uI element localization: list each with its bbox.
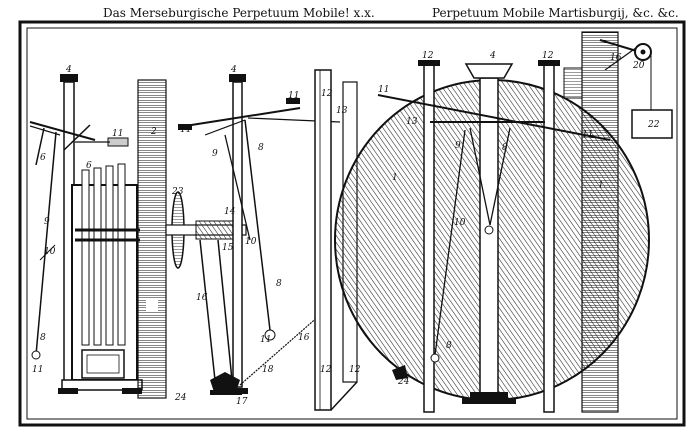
label-2: 2	[150, 127, 157, 137]
label-12a: 12	[321, 89, 333, 99]
label-9c: 9	[455, 141, 461, 151]
label-11c: 11	[180, 125, 191, 135]
outer-frame	[18, 20, 686, 427]
label-13b: 13	[406, 117, 418, 127]
column-2	[137, 79, 167, 399]
label-6b: 6	[86, 161, 92, 171]
label-9a: 9	[44, 217, 50, 227]
label-9b: 9	[212, 149, 218, 159]
label-10b: 10	[245, 237, 257, 247]
label-24b: 24	[397, 377, 410, 387]
label-16a: 16	[196, 293, 208, 303]
label-24a: 24	[174, 393, 187, 403]
label-4a: 4	[65, 65, 72, 75]
label-12d: 12	[422, 51, 434, 61]
label-8b: 8	[258, 143, 264, 153]
label-17: 17	[236, 397, 248, 407]
left-title: Das Merseburgische Perpetuum Mobile! x.x…	[103, 6, 375, 20]
label-8e: 8	[446, 341, 452, 351]
label-12c: 12	[349, 365, 361, 375]
label-23: 23	[171, 187, 184, 197]
label-16c: 16	[610, 53, 622, 63]
label-13a: 13	[336, 106, 348, 116]
right-structure	[563, 31, 673, 413]
label-15: 15	[222, 243, 234, 253]
left-machine	[29, 74, 143, 394]
label-16b: 16	[298, 333, 310, 343]
label-18: 18	[262, 365, 274, 375]
label-20: 20	[632, 61, 645, 71]
label-4b: 4	[230, 65, 237, 75]
right-title: Perpetuum Mobile Martisburgij, &c. &c.	[432, 6, 679, 20]
label-1a: 1	[392, 173, 398, 183]
label-11e: 11	[260, 335, 271, 345]
label-14: 14	[224, 207, 236, 217]
label-4c: 4	[489, 51, 496, 61]
label-10a: 10	[44, 247, 56, 257]
label-11b: 11	[32, 365, 43, 375]
label-10c: 10	[454, 218, 466, 228]
label-12b: 12	[320, 365, 332, 375]
label-11d: 11	[288, 91, 299, 101]
label-6: 6	[40, 153, 46, 163]
axle	[165, 191, 247, 269]
wheel-posts	[377, 60, 611, 413]
label-11f: 11	[378, 85, 389, 95]
label-8c: 8	[276, 279, 282, 289]
label-8d: 8	[502, 143, 508, 153]
label-12e: 12	[542, 51, 554, 61]
label-11g: 11	[582, 130, 593, 140]
label-8a: 8	[40, 333, 46, 343]
label-22: 22	[647, 120, 660, 130]
label-1b: 1	[598, 181, 604, 191]
label-11a: 11	[112, 129, 123, 139]
inner-frame	[26, 27, 678, 420]
